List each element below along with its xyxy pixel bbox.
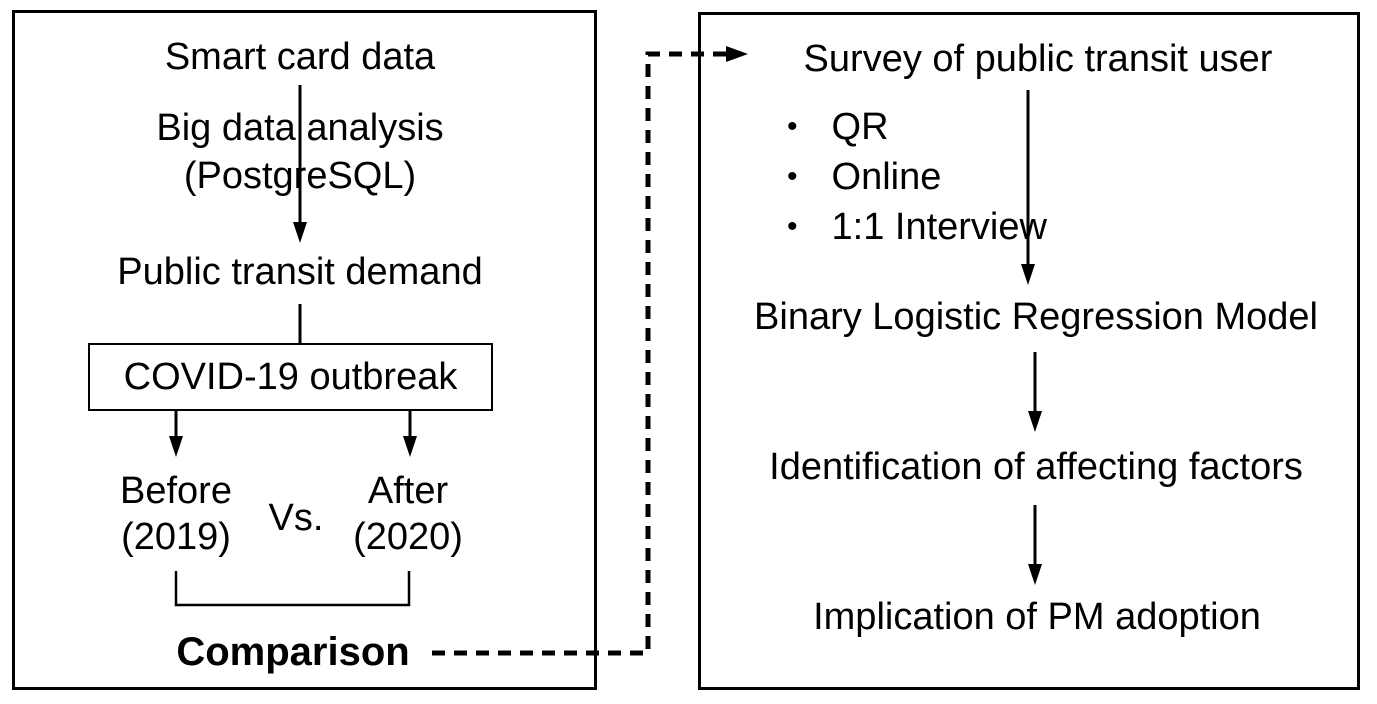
- bullet-item-qr: • QR: [787, 104, 889, 150]
- smart-card-data-label: Smart card data: [164, 36, 436, 78]
- before-line1: Before: [120, 470, 232, 512]
- after-2020-label: After (2020): [353, 468, 463, 560]
- bullet-item-online: • Online: [787, 154, 941, 200]
- big-data-analysis-line2: (PostgreSQL): [183, 155, 417, 197]
- after-line1: After: [367, 470, 449, 512]
- public-transit-demand-label: Public transit demand: [117, 251, 483, 293]
- vs-label: Vs.: [268, 497, 324, 539]
- covid-outbreak-box: COVID-19 outbreak: [88, 343, 493, 411]
- big-data-analysis-line1: Big data analysis: [156, 107, 444, 149]
- before-line2: (2019): [121, 516, 231, 558]
- bullet-icon: •: [787, 160, 798, 193]
- comparison-label: Comparison: [176, 630, 410, 674]
- survey-title-label: Survey of public transit user: [803, 38, 1273, 80]
- binary-logistic-regression-label: Binary Logistic Regression Model: [754, 296, 1318, 338]
- bullet-online-label: Online: [831, 156, 942, 198]
- bullet-item-interview: • 1:1 Interview: [787, 204, 1047, 250]
- after-line2: (2020): [353, 516, 463, 558]
- bullet-interview-label: 1:1 Interview: [831, 206, 1047, 248]
- identification-factors-label: Identification of affecting factors: [769, 446, 1303, 488]
- bullet-icon: •: [787, 110, 798, 143]
- bullet-qr-label: QR: [831, 106, 889, 148]
- bullet-icon: •: [787, 210, 798, 243]
- big-data-analysis-label: Big data analysis (PostgreSQL): [156, 104, 443, 200]
- covid-outbreak-label: COVID-19 outbreak: [123, 355, 458, 398]
- before-2019-label: Before (2019): [120, 468, 232, 560]
- implication-pm-adoption-label: Implication of PM adoption: [813, 596, 1261, 638]
